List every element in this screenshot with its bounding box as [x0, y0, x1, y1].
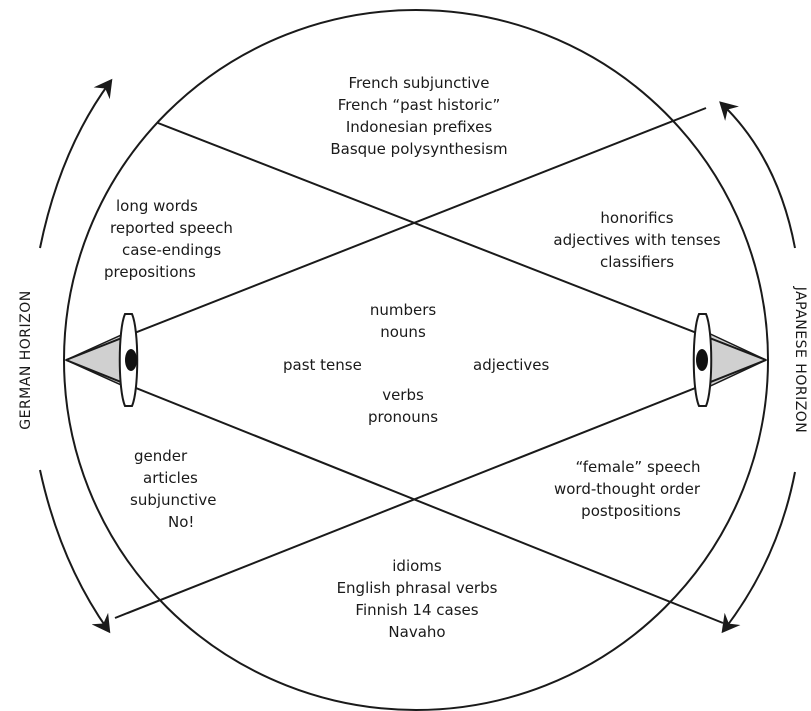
left-region-text: long words reported speech case-endings …: [104, 195, 233, 283]
japanese-horizon-arrow-down: [721, 471, 796, 634]
sight-line-left-up: [65, 107, 707, 361]
list-item: verbs: [382, 386, 424, 404]
list-item: subjunctive: [130, 491, 217, 509]
right-region-text: honorifics adjectives with tenses classi…: [553, 207, 720, 273]
list-item: classifiers: [599, 253, 675, 271]
list-item: French subjunctive: [348, 74, 490, 92]
list-item: adjectives with tenses: [553, 231, 721, 249]
sight-line-right-down: [114, 359, 767, 619]
list-item: pronouns: [367, 408, 439, 426]
lower-right-region-text: “female” speech word-thought order postp…: [553, 456, 701, 522]
list-item: idioms: [392, 557, 442, 575]
list-item: No!: [168, 513, 195, 531]
list-item: long words: [116, 197, 198, 215]
sight-line-left-down: [65, 359, 724, 624]
list-item: numbers: [369, 301, 437, 319]
list-item: nouns: [380, 323, 426, 341]
bottom-region-text: idioms English phrasal verbs Finnish 14 …: [337, 555, 498, 643]
list-item: Navaho: [388, 623, 446, 641]
german-horizon-arrow-down: [39, 469, 111, 634]
list-item: Basque polysynthesism: [330, 140, 508, 158]
center-top-text: numbers nouns: [370, 299, 436, 343]
list-item: Finnish 14 cases: [355, 601, 479, 619]
outer-circle: [63, 9, 769, 711]
list-item: reported speech: [110, 219, 233, 237]
list-item: French “past historic”: [337, 96, 501, 114]
list-item: prepositions: [104, 263, 196, 281]
list-item: case-endings: [122, 241, 222, 259]
sight-line-right-up: [157, 122, 767, 361]
left-eye-icon: [118, 313, 139, 407]
list-item: honorifics: [600, 209, 674, 227]
right-eye-icon: [692, 313, 713, 407]
german-horizon-arrow-up: [39, 78, 113, 249]
german-horizon-label: GERMAN HORIZON: [18, 286, 34, 434]
list-item: postpositions: [581, 502, 681, 520]
list-item: articles: [143, 469, 198, 487]
list-item: English phrasal verbs: [336, 579, 498, 597]
list-item: Indonesian prefixes: [345, 118, 493, 136]
center-left-text: past tense: [283, 356, 362, 374]
japanese-horizon-arrow-up: [719, 101, 796, 249]
list-item: gender: [134, 447, 188, 465]
center-bottom-text: verbs pronouns: [368, 384, 438, 428]
list-item: word-thought order: [553, 480, 701, 498]
list-item: “female” speech: [575, 458, 701, 476]
center-right-text: adjectives: [473, 356, 550, 374]
lower-left-region-text: gender articles subjunctive No!: [130, 445, 216, 533]
top-region-text: French subjunctive French “past historic…: [330, 72, 507, 160]
japanese-horizon-label: JAPANESE HORIZON: [792, 282, 808, 438]
